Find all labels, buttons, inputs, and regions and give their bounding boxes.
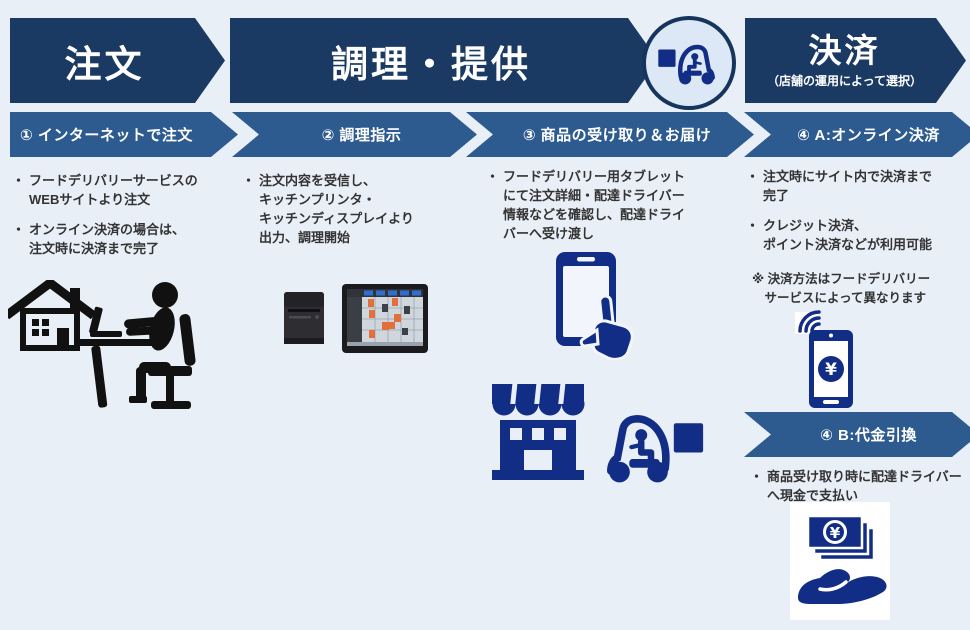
bullet-text: フードデリバリーサービスの WEBサイトより注文	[29, 173, 198, 207]
stage-cook-serve-label: 調理・提供	[331, 43, 531, 85]
bullet-item: ・ 注文内容を受信し、 キッチンプリンタ・ キッチンディスプレイより 出力、調理…	[242, 172, 460, 247]
kitchen-printer-image	[283, 288, 325, 348]
step-arrow-4b-cash-on-delivery: ④ B:代金引換	[744, 412, 970, 457]
svg-text:¥: ¥	[830, 524, 841, 542]
bullet-item: ・ フードデリバリー用タブレット にて注文詳細・配達ドライバー 情報などを確認し…	[486, 168, 738, 243]
bullet-text: 注文時にサイト内で決済まで 完了	[763, 169, 933, 203]
bullet-marker: ・	[486, 169, 500, 184]
store-icon	[488, 378, 588, 482]
person-at-laptop-icon	[78, 282, 196, 409]
step-3-label: ③ 商品の受け取り＆お届け	[522, 127, 712, 144]
bullet-marker: ・	[750, 469, 764, 484]
step-arrow-3-pickup-delivery: ③ 商品の受け取り＆お届け	[466, 112, 754, 157]
house-icon	[8, 280, 97, 351]
step-1-label: ① インターネットで注文	[20, 127, 193, 144]
step-arrow-2-cooking-instruction: ② 調理指示	[232, 112, 477, 157]
bullet-text: 商品受け取り時に配達ドライバー へ現金で支払い	[767, 469, 962, 503]
bullet-item: ・ クレジット決済、 ポイント決済などが利用可能	[746, 217, 968, 255]
stage-banner-payment: 決済 （店舗の運用によって選択）	[745, 18, 966, 103]
column-1-bullets: ・ フードデリバリーサービスの WEBサイトより注文 ・ オンライン決済の場合は…	[12, 172, 230, 258]
stage-order-label: 注文	[64, 43, 145, 85]
bullet-text: フードデリバリー用タブレット にて注文詳細・配達ドライバー 情報などを確認し、配…	[503, 169, 686, 241]
bullet-marker: ・	[12, 173, 26, 188]
svg-text:¥: ¥	[825, 360, 837, 380]
bullet-marker: ・	[746, 169, 760, 184]
bullet-item: ・ 商品受け取り時に配達ドライバー へ現金で支払い	[750, 468, 970, 506]
bullet-item: ・ 注文時にサイト内で決済まで 完了	[746, 168, 968, 206]
bullet-marker: ・	[746, 217, 760, 233]
home-order-pictogram	[8, 280, 218, 415]
step-arrow-4a-online-payment: ④ A:オンライン決済	[744, 112, 970, 157]
kitchen-display-tablet-image	[342, 284, 428, 354]
step-2-label: ② 調理指示	[321, 127, 402, 144]
stage-banner-order: 注文	[10, 18, 225, 103]
bullet-item: ・ オンライン決済の場合は、 注文時に決済まで完了	[12, 221, 230, 259]
step-arrow-1-order-online: ① インターネットで注文	[10, 112, 238, 157]
mobile-payment-icon: ¥	[793, 300, 869, 410]
bullet-text: クレジット決済、 ポイント決済などが利用可能	[763, 217, 933, 252]
bullet-marker: ・	[242, 173, 256, 188]
stage-payment-label: 決済	[808, 32, 881, 70]
bullet-text: オンライン決済の場合は、 注文時に決済まで完了	[29, 221, 186, 256]
stage-payment-sublabel: （店舗の運用によって選択）	[766, 73, 923, 88]
bullet-text: 注文内容を受信し、 キッチンプリンタ・ キッチンディスプレイより 出力、調理開始	[259, 173, 414, 245]
payment-method-note: ※ 決済方法はフードデリバリー サービスによって異なります	[752, 272, 931, 305]
column-4b-bullets: ・ 商品受け取り時に配達ドライバー へ現金で支払い	[750, 468, 970, 506]
column-4-bullets: ・ 注文時にサイト内で決済まで 完了 ・ クレジット決済、 ポイント決済などが利…	[746, 168, 968, 254]
column-2-bullets: ・ 注文内容を受信し、 キッチンプリンタ・ キッチンディスプレイより 出力、調理…	[242, 172, 460, 247]
cash-in-hand-icon: ¥	[790, 502, 890, 620]
tablet-touch-icon	[552, 250, 644, 360]
delivery-scooter-badge	[642, 16, 736, 110]
delivery-scooter-icon	[657, 40, 721, 86]
bullet-item: ・ フードデリバリーサービスの WEBサイトより注文	[12, 172, 230, 210]
step-4a-label: ④ A:オンライン決済	[797, 127, 940, 144]
bullet-marker: ・	[12, 221, 26, 237]
column-3-bullets: ・ フードデリバリー用タブレット にて注文詳細・配達ドライバー 情報などを確認し…	[486, 168, 738, 243]
delivery-scooter-icon	[590, 408, 712, 484]
stage-banner-cook-serve: 調理・提供	[230, 18, 658, 103]
step-4b-label: ④ B:代金引換	[820, 427, 917, 444]
